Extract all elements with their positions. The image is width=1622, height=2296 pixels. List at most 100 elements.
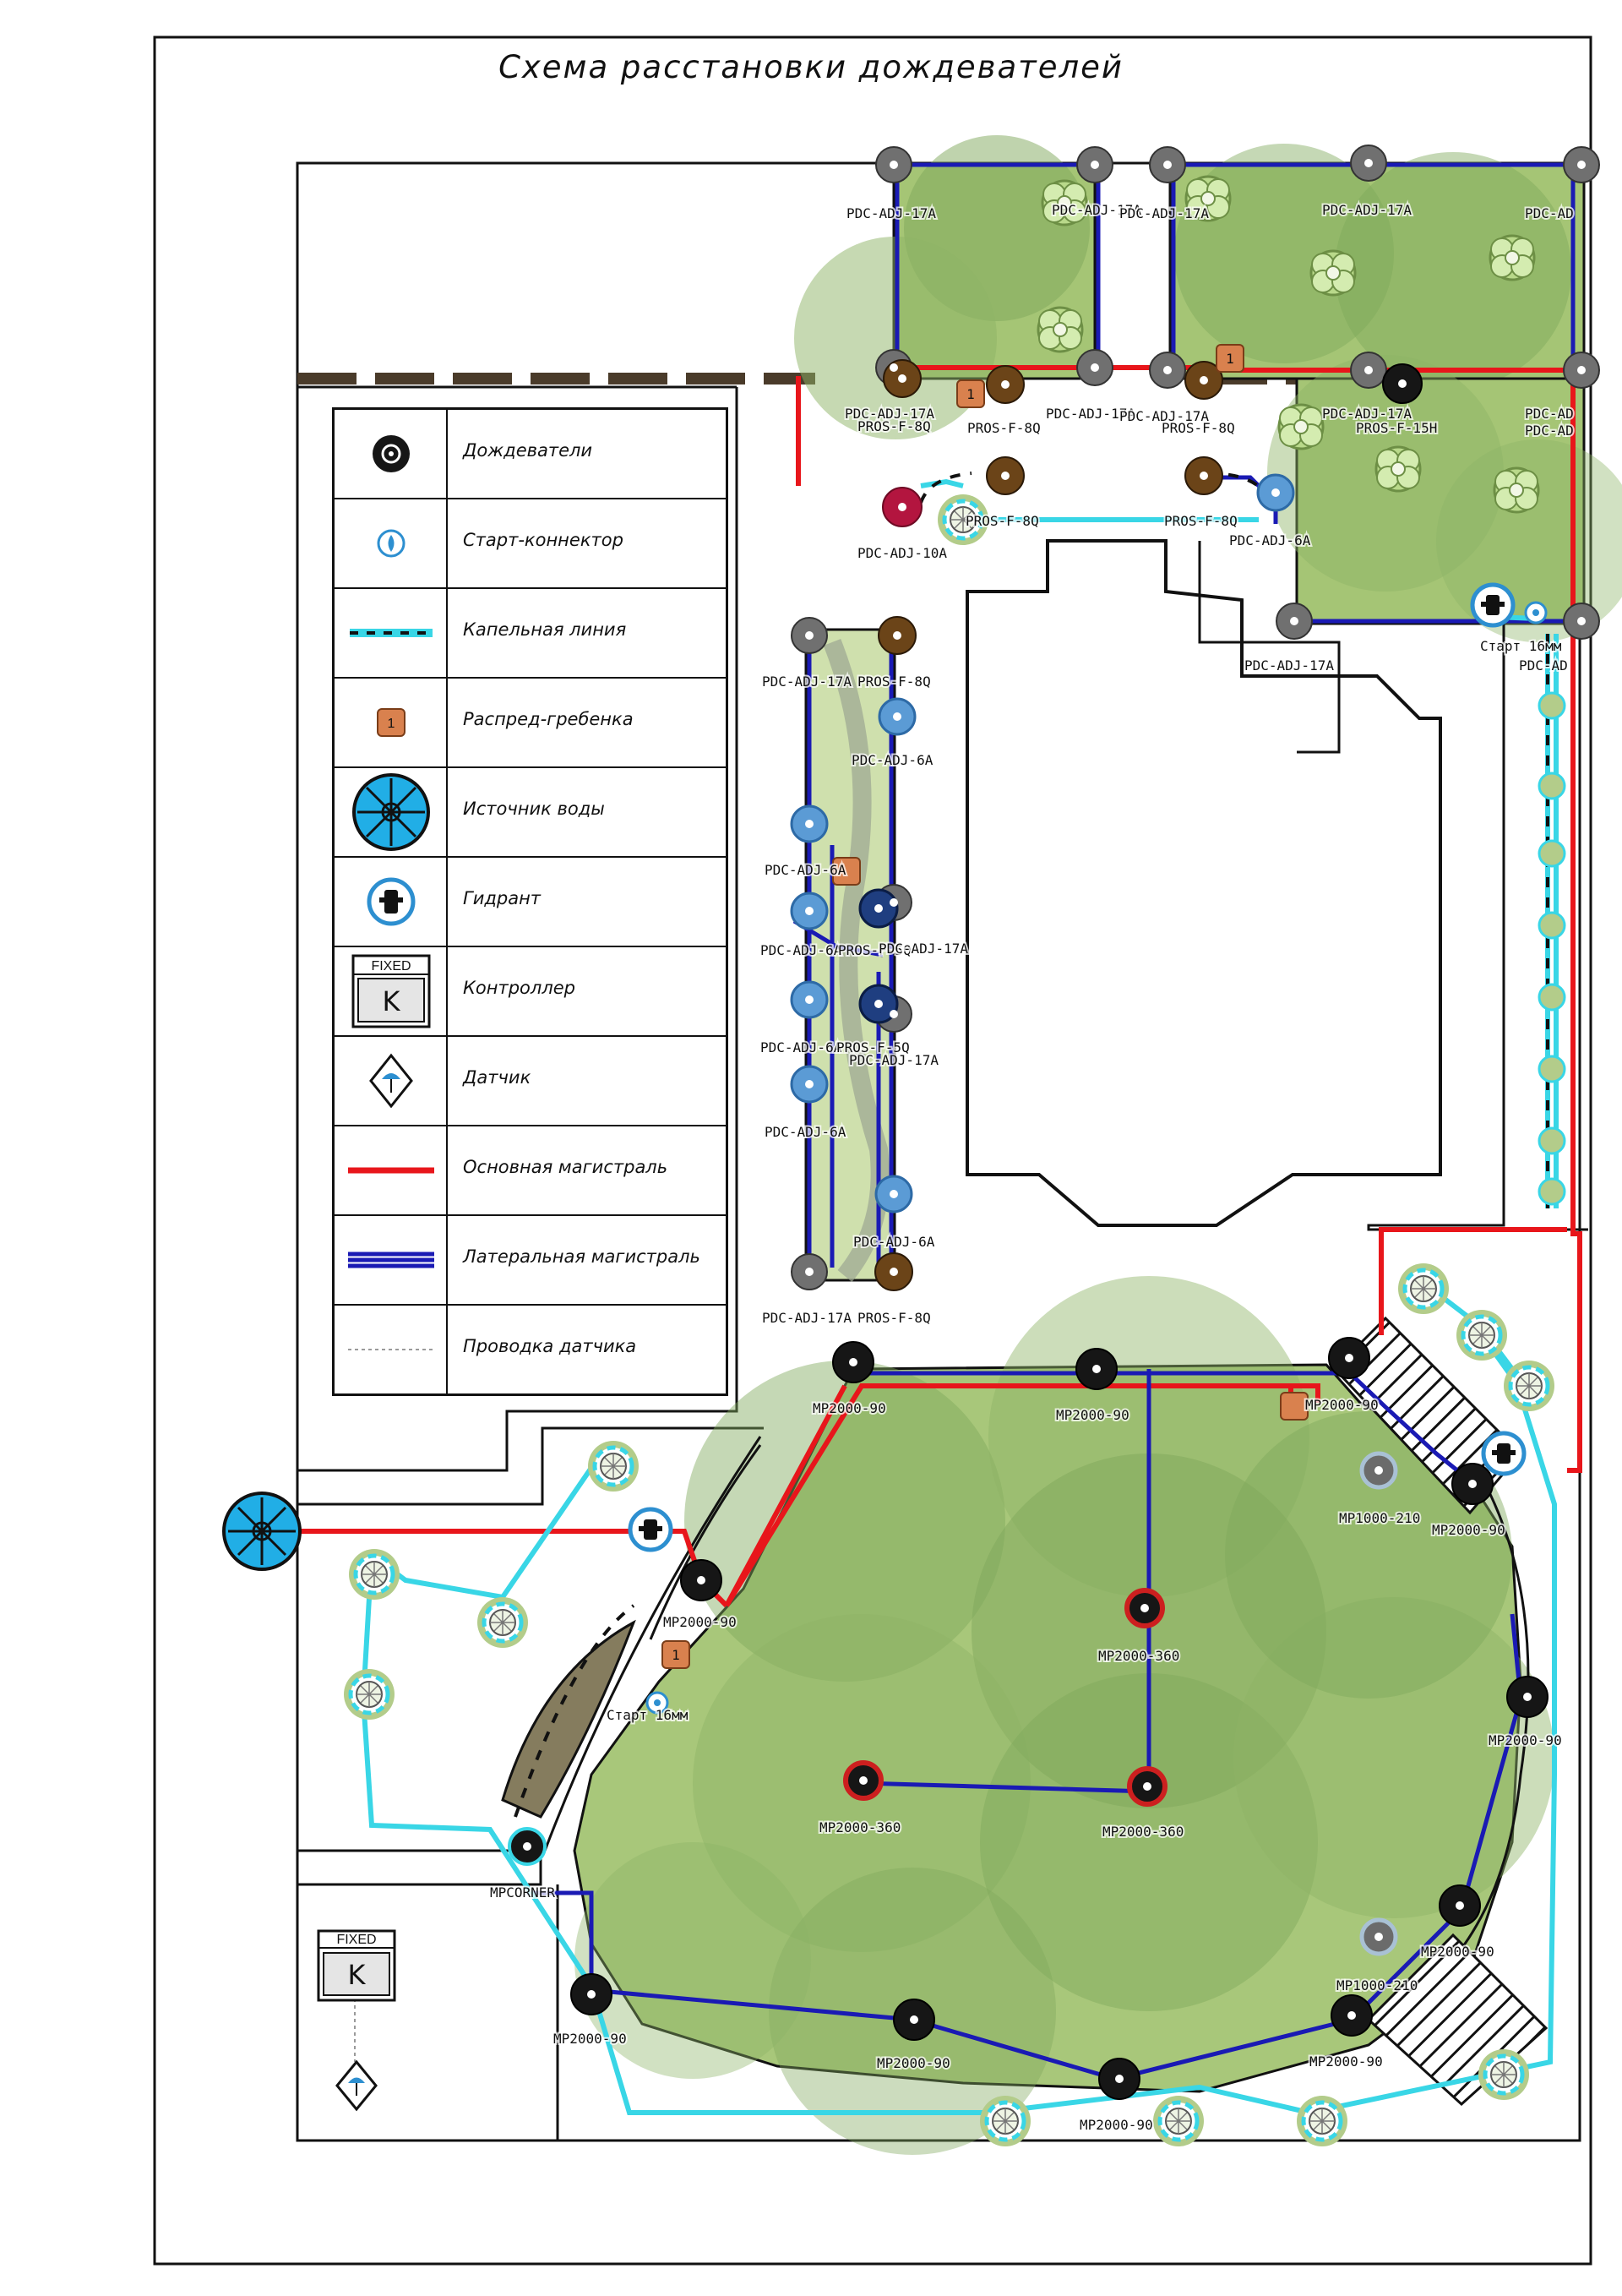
legend-label: Гидрант [463,888,542,908]
legend-row: Дождеватели [335,410,726,499]
legend-label: Проводка датчика [463,1336,637,1356]
label-mp90: MP2000-90 [1421,1944,1494,1960]
label-pdc17: PDC-ADJ-17A [1052,202,1141,218]
legend-row: Гидрант [335,858,726,947]
plan-labels: PDC-ADJ-17A PDC-ADJ-17A PDC-ADJ-17A PDC-… [488,200,1576,2135]
legend-row: Латеральная магистраль [335,1216,726,1306]
sensor-wire-icon [335,1306,448,1393]
label-pros8: PROS-F-8Q [857,674,931,690]
legend-table: Дождеватели Старт-коннектор Капельная ли… [332,407,728,1396]
legend-row: Старт-коннектор [335,499,726,589]
label-mp90: MP2000-90 [877,2055,950,2071]
drawing-title: Схема расстановки дождевателей [498,49,1124,85]
label-pros8: PROS-F-8Q [857,418,931,434]
label-mp90: MP2000-90 [1056,1407,1129,1423]
label-mp90: MP2000-90 [1489,1732,1562,1748]
label-pdc17: PDC-ADJ-17A [1322,202,1412,218]
legend-row: Основная магистраль [335,1126,726,1216]
label-pdc17: PDC-ADJ-17A [846,205,936,221]
label-mp90: MP2000-90 [553,2031,627,2047]
label-pdc6: PDC-ADJ-6A [765,1124,846,1140]
water-source-icon [222,1492,302,1571]
label-mp90: MP2000-90 [813,1400,886,1416]
legend-row: Проводка датчика [335,1306,726,1395]
legend-label: Контроллер [463,978,575,998]
legend-label: Распред-гребенка [463,709,634,729]
sensor-icon [335,1037,448,1125]
label-pdc6: PDC-ADJ-6A [1229,532,1311,548]
label-pdc10: PDC-ADJ-10A [857,545,947,561]
label-mp90: MP2000-90 [1432,1522,1505,1538]
manifold-icon: 1 [335,679,448,766]
svg-text:1: 1 [388,717,395,731]
legend-label: Источник воды [463,799,605,819]
label-pdc-partial: PDC-AD [1519,657,1568,674]
manifolds [661,344,1309,1669]
controller-symbol: FIXED K [317,1929,396,2002]
sprinkler-heads [508,145,1600,2100]
label-pdc17: PDC-ADJ-17A [1119,205,1209,221]
label-pdc17: PDC-ADJ-17A [762,674,852,690]
legend-row: Капельная линия [335,589,726,679]
label-mp210: MP1000-210 [1339,1510,1420,1526]
label-pros5: PROS-F-5Q [838,942,912,958]
label-mp90: MP2000-90 [1305,1397,1379,1413]
lateral-line-icon [335,1216,448,1304]
label-pdc17: PDC-ADJ-17A [879,941,968,957]
svg-text:FIXED: FIXED [336,1933,376,1947]
svg-text:K: K [383,985,401,1017]
label-pdc6: PDC-ADJ-6A [760,1039,842,1055]
outer-frame [153,35,1592,2266]
legend-row: 1 Распред-гребенка [335,679,726,768]
label-pdc17: PDC-ADJ-17A [849,1052,939,1068]
legend-label: Капельная линия [463,619,627,640]
label-mp90: MP2000-90 [663,1614,737,1630]
svg-text:FIXED: FIXED [371,959,411,973]
house-outline [966,539,1442,1227]
legend-row: FIXED K Контроллер [335,947,726,1037]
label-start16: Старт 16мм [1480,638,1562,654]
svg-text:K: K [348,1959,367,1991]
hydrants [628,582,1527,1552]
label-pdc6: PDC-ADJ-6A [853,1234,935,1250]
label-pdc17: PDC-ADJ-17A [845,406,934,422]
label-pdc17: PDC-ADJ-17A [762,1310,852,1326]
label-pros15: PROS-F-15H [1356,420,1437,436]
main-line-icon [335,1126,448,1214]
start-connectors [645,601,1548,1715]
label-mpcorner: MPCORNER [490,1884,555,1901]
water-source-icon [335,768,448,856]
controller-icon: FIXED K [335,947,448,1035]
manifold-number: 1 [672,1647,680,1663]
label-pdc6: PDC-ADJ-6A [852,752,933,768]
manifold-number: 1 [1226,351,1234,367]
label-pdc-partial: PDC-AD [1525,423,1574,439]
legend-row: Датчик [335,1037,726,1126]
hydrant-icon [335,858,448,946]
label-pros8: PROS-F-8Q [1162,420,1235,436]
start-connector-icon [335,499,448,587]
label-pdc17: PDC-ADJ-17A [1244,657,1334,674]
sprinkler-icon [335,410,448,498]
legend-label: Старт-коннектор [463,530,623,550]
label-mp90: MP2000-90 [1309,2053,1383,2070]
label-pros8: PROS-F-8Q [967,420,1041,436]
label-pdc6: PDC-ADJ-6A [760,942,842,958]
label-mp360: MP2000-360 [819,1819,901,1835]
legend-label: Дождеватели [463,440,593,461]
legend-label: Латеральная магистраль [463,1246,700,1267]
label-mp360: MP2000-360 [1098,1648,1179,1664]
drip-line-icon [335,589,448,677]
label-pdc17: PDC-ADJ-17A [1119,408,1209,424]
label-pros8: PROS-F-8Q [1164,513,1238,529]
manifold-number: 1 [966,386,975,402]
label-start16: Старт 16мм [607,1707,689,1723]
label-pdc17: PDC-ADJ-17A [1322,406,1412,422]
label-mp90: MP2000-90 [1080,2117,1153,2133]
label-pros8: PROS-F-8Q [857,1310,931,1326]
label-mp210: MP1000-210 [1336,1977,1418,1993]
legend-label: Основная магистраль [463,1157,668,1177]
label-pdc17: PDC-ADJ-17A [1046,406,1135,422]
